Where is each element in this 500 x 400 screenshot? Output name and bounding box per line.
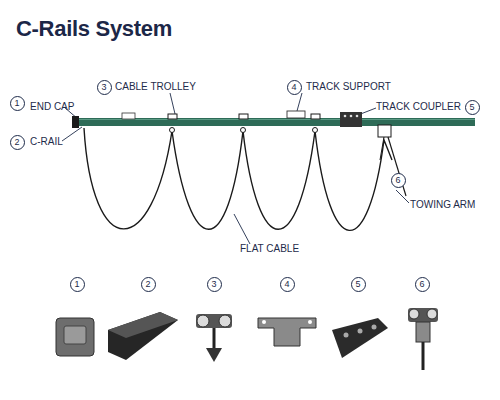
bolt (358, 329, 363, 334)
part-c-rail (108, 312, 178, 360)
leader-line (234, 214, 250, 244)
leader-line (297, 93, 302, 111)
c-rail-top (108, 312, 178, 338)
callout-number: 3 (97, 80, 112, 95)
part-name: TOWING ARM (410, 199, 475, 211)
callout-number: 2 (141, 277, 156, 292)
callout-text: 6 (419, 280, 424, 289)
callout-text: 3 (211, 280, 216, 289)
part-end-cap (56, 318, 94, 356)
callout-text: 2 (145, 280, 150, 289)
rail-highlight (78, 119, 475, 120)
part-towing-arm (408, 308, 438, 370)
flat-cable (84, 128, 392, 230)
leader-line (62, 127, 82, 141)
callout-number: 4 (280, 277, 295, 292)
callout-number: 6 (391, 173, 406, 188)
callout-text: 5 (355, 280, 360, 289)
callout-text: 3 (101, 83, 106, 92)
callout-number: 5 (465, 100, 480, 115)
part-cable-trolley (196, 314, 232, 362)
support-bracket (258, 318, 316, 346)
leader-line (396, 190, 409, 203)
callout-text: 1 (14, 99, 19, 108)
bolt (372, 325, 377, 330)
cable-trolley (239, 114, 248, 119)
trolley-wheel (409, 309, 419, 319)
cable-trolley (168, 114, 177, 119)
bolt (344, 333, 349, 338)
bolt-hole (262, 320, 266, 324)
cable-trolley (311, 114, 320, 119)
callout-text: 2 (14, 138, 19, 147)
end-cap (72, 116, 79, 128)
cable-clamp (206, 348, 222, 362)
track-coupler (340, 112, 362, 127)
end-cap-face (64, 326, 86, 344)
part-name: TRACK SUPPORT (306, 81, 391, 93)
callout-number: 2 (10, 135, 25, 150)
cable-trolley (122, 113, 135, 119)
diagram-title: C-Rails System (16, 16, 172, 42)
bolt (356, 115, 359, 118)
end-cap-photo (56, 318, 94, 356)
callout-number: 3 (207, 277, 222, 292)
leader-lines (62, 93, 409, 244)
trolley-hook (170, 128, 175, 133)
callout-text: 5 (469, 103, 474, 112)
trolley-wheel (427, 309, 437, 319)
trolley-hook (241, 128, 246, 133)
part-name: FLAT CABLE (240, 243, 299, 255)
callout-text: 4 (291, 83, 296, 92)
trolley-body (408, 308, 438, 322)
c-rail (78, 118, 475, 126)
c-rail-photo (108, 312, 178, 360)
callout-number: 4 (287, 80, 302, 95)
trolley-wheel (219, 315, 231, 327)
towing-arm (380, 137, 384, 160)
part-name: TRACK COUPLER (376, 101, 461, 113)
bolt (350, 115, 353, 118)
part-track-coupler (332, 318, 388, 358)
trolley-body (196, 314, 232, 328)
part-track-support (258, 318, 316, 346)
callout-text: 6 (395, 176, 400, 185)
part-name: CABLE TROLLEY (115, 81, 196, 93)
callout-number: 6 (415, 277, 430, 292)
towing-arm (422, 342, 425, 370)
trolley-stem (213, 328, 216, 348)
part-name: C-RAIL (30, 136, 63, 148)
callout-number: 1 (70, 277, 85, 292)
track-support (287, 111, 305, 118)
part-name: END CAP (30, 101, 74, 113)
towing-arm (388, 137, 406, 196)
bolt (344, 115, 347, 118)
callout-text: 1 (74, 280, 79, 289)
trolley-hook (313, 128, 318, 133)
coupler-photo (332, 318, 388, 358)
bolt-hole (308, 320, 312, 324)
coupler-bolts (344, 115, 359, 118)
trolley-wheel (197, 315, 209, 327)
callout-text: 4 (284, 280, 289, 289)
callout-number: 5 (351, 277, 366, 292)
trolley-frame (416, 322, 430, 342)
towing-trolley (378, 125, 391, 137)
callout-number: 1 (10, 96, 25, 111)
